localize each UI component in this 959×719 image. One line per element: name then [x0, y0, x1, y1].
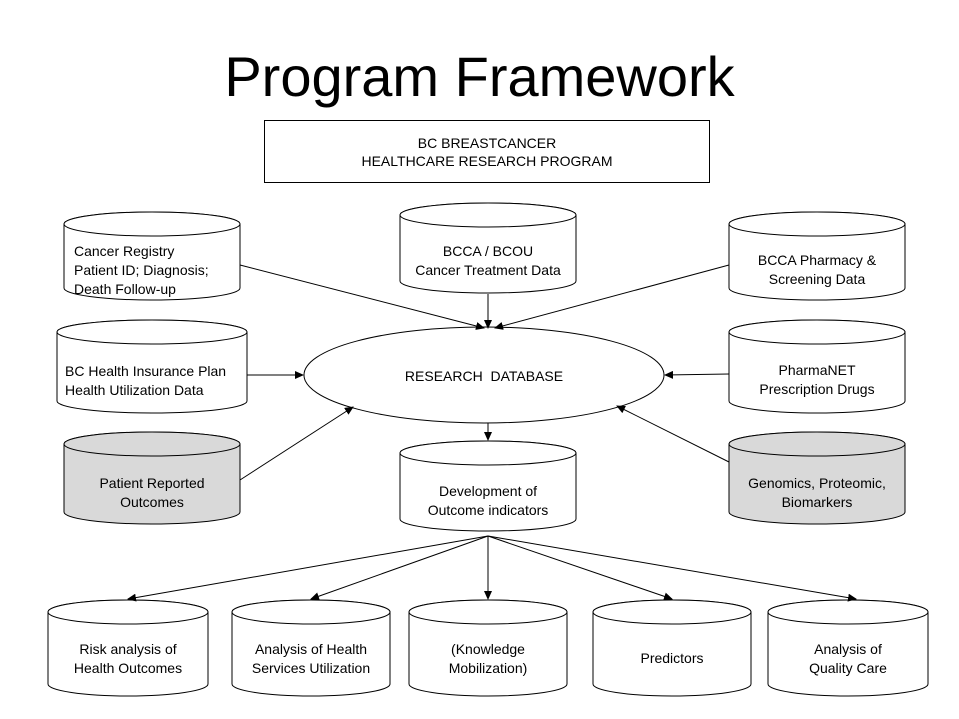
- bcca-bcou-cylinder-top: [399, 202, 577, 228]
- bcca-bcou-line-1: BCCA / BCOU: [442, 243, 534, 259]
- predictors-cylinder: [592, 599, 752, 697]
- bcca-bcou-cylinder: [399, 202, 577, 294]
- cancer-registry-line-2: Patient ID; Diagnosis;: [74, 262, 209, 278]
- bc-health-insurance-line-1: BC Health Insurance Plan: [65, 363, 227, 379]
- knowledge-line-1: (Knowledge: [451, 641, 525, 657]
- patient-reported-label: Patient Reported Outcomes: [64, 474, 240, 512]
- knowledge-label: (Knowledge Mobilization): [409, 640, 567, 678]
- bc-health-insurance-line-2: Health Utilization Data: [65, 382, 204, 398]
- predictors-line-1: Predictors: [640, 650, 704, 666]
- arrow-development-to-health-services: [310, 535, 489, 601]
- research-database-text: RESEARCH DATABASE: [404, 368, 564, 384]
- predictors-cylinder-top: [592, 599, 752, 625]
- research-database-label: RESEARCH DATABASE: [304, 367, 664, 386]
- bcca-pharmacy-line-2: Screening Data: [768, 271, 866, 287]
- risk-analysis-label: Risk analysis of Health Outcomes: [48, 640, 208, 678]
- quality-care-label: Analysis of Quality Care: [768, 640, 928, 678]
- cancer-registry-cylinder: [63, 211, 241, 301]
- pharmanet-line-1: PharmaNET: [778, 362, 856, 378]
- program-header-line-2: HEALTHCARE RESEARCH PROGRAM: [361, 152, 613, 169]
- development-cylinder-top: [399, 440, 577, 466]
- arrow-pharmanet-to-database: [664, 370, 730, 379]
- pharmanet-label: PharmaNET Prescription Drugs: [729, 361, 905, 399]
- bcca-bcou-label: BCCA / BCOU Cancer Treatment Data: [400, 242, 576, 280]
- bc-health-insurance-cylinder-top: [56, 319, 248, 345]
- program-header-line-1: BC BREASTCANCER: [417, 134, 557, 151]
- bcca-bcou-line-2: Cancer Treatment Data: [415, 262, 561, 278]
- pharmanet-cylinder-top: [728, 319, 906, 345]
- genomics-line-1: Genomics, Proteomic,: [748, 475, 886, 491]
- cancer-registry-cylinder-top: [63, 211, 241, 237]
- quality-care-line-1: Analysis of: [814, 641, 882, 657]
- bcca-pharmacy-label: BCCA Pharmacy & Screening Data: [729, 251, 905, 289]
- health-services-cylinder-top: [231, 599, 391, 625]
- bcca-pharmacy-cylinder-top: [728, 211, 906, 237]
- genomics-line-2: Biomarkers: [781, 494, 853, 510]
- bc-health-insurance-label: BC Health Insurance Plan Health Utilizat…: [65, 362, 226, 400]
- patient-reported-line-1: Patient Reported: [99, 475, 205, 491]
- knowledge-line-2: Mobilization): [448, 660, 528, 676]
- risk-analysis-line-2: Health Outcomes: [73, 660, 183, 676]
- cancer-registry-label: Cancer Registry Patient ID; Diagnosis; D…: [74, 242, 209, 299]
- arrow-bcca-pharmacy-to-database: [494, 264, 730, 330]
- quality-care-cylinder: [767, 599, 929, 697]
- bcca-pharmacy-line-1: BCCA Pharmacy &: [757, 252, 877, 268]
- risk-analysis-cylinder-top: [47, 599, 209, 625]
- pharmanet-line-2: Prescription Drugs: [759, 381, 875, 397]
- genomics-cylinder: [728, 431, 906, 525]
- patient-reported-line-2: Outcomes: [120, 494, 184, 510]
- patient-reported-cylinder-top: [63, 431, 241, 457]
- arrow-genomics-to-database: [616, 405, 730, 463]
- knowledge-cylinder: [408, 599, 568, 697]
- bc-health-insurance-cylinder: [56, 319, 248, 414]
- health-services-line-1: Analysis of Health: [254, 641, 368, 657]
- risk-analysis-cylinder: [47, 599, 209, 697]
- knowledge-cylinder-top: [408, 599, 568, 625]
- cancer-registry-line-1: Cancer Registry: [74, 243, 175, 259]
- health-services-line-2: Services Utilization: [251, 660, 371, 676]
- development-line-1: Development of: [438, 483, 538, 499]
- genomics-label: Genomics, Proteomic, Biomarkers: [729, 474, 905, 512]
- bcca-pharmacy-cylinder: [728, 211, 906, 301]
- risk-analysis-line-1: Risk analysis of: [79, 641, 177, 657]
- quality-care-line-2: Quality Care: [809, 660, 887, 676]
- genomics-cylinder-top: [728, 431, 906, 457]
- arrow-development-to-predictors: [487, 535, 673, 601]
- arrow-patient-reported-to-database: [239, 406, 354, 481]
- development-line-2: Outcome indicators: [427, 502, 549, 518]
- health-services-label: Analysis of Health Services Utilization: [232, 640, 390, 678]
- cancer-registry-line-3: Death Follow-up: [74, 281, 176, 297]
- quality-care-cylinder-top: [767, 599, 929, 625]
- program-header-box: BC BREASTCANCER HEALTHCARE RESEARCH PROG…: [264, 120, 710, 183]
- arrow-development-to-risk-analysis: [127, 535, 489, 602]
- page-title: Program Framework: [224, 45, 735, 108]
- predictors-label: Predictors: [593, 649, 751, 668]
- health-services-cylinder: [231, 599, 391, 697]
- development-cylinder: [399, 440, 577, 532]
- arrow-development-to-quality-care: [487, 535, 857, 602]
- patient-reported-cylinder: [63, 431, 241, 525]
- pharmanet-cylinder: [728, 319, 906, 414]
- development-label: Development of Outcome indicators: [400, 482, 576, 520]
- arrow-cancer-registry-to-database: [239, 264, 485, 330]
